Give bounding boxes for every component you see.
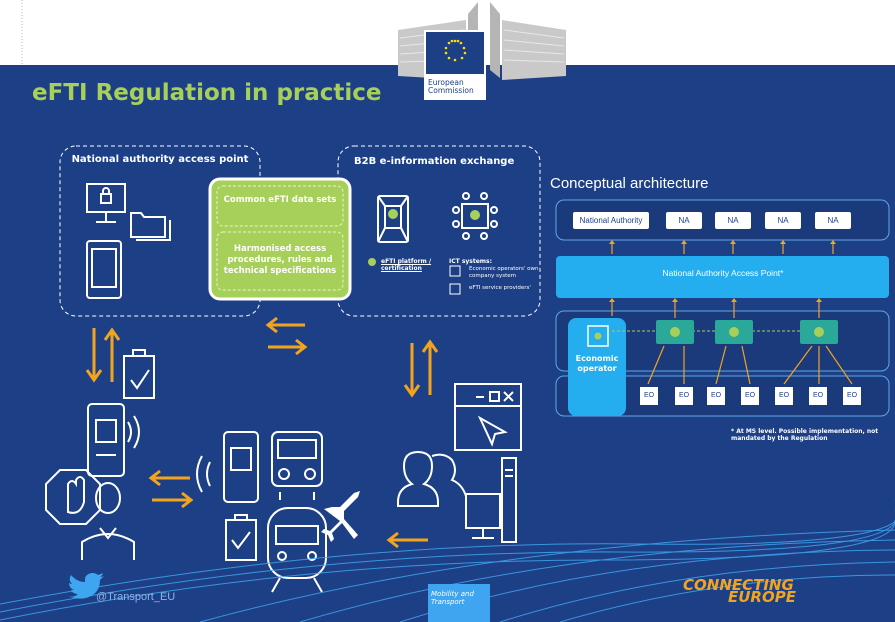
lock-computer-icon — [86, 183, 126, 223]
ec-logo-building-icon — [398, 2, 566, 100]
common-data-sets-label: Common eFTI data sets — [223, 195, 337, 205]
europe-label: EUROPE — [728, 588, 796, 606]
logo-line-1: European — [428, 78, 464, 87]
eo-box: EO — [707, 387, 725, 405]
green-bullet-icon — [368, 258, 376, 266]
smartphone-icon — [87, 403, 140, 477]
economic-operator-label: Economic operator — [575, 354, 619, 373]
ict-systems-label: ICT systems: — [449, 258, 493, 265]
eo-box: EO — [640, 387, 658, 405]
orange-arrows — [85, 316, 439, 549]
ict-node-icon — [449, 283, 461, 295]
diagram-arrows — [611, 242, 853, 385]
na-box: NA — [765, 212, 801, 229]
folders-icon — [130, 212, 171, 241]
clipboard-check-icon — [225, 514, 257, 561]
eo-box: EO — [741, 387, 759, 405]
footnote: * At MS level. Possible implementation, … — [731, 428, 879, 442]
logo-line-2: Commission — [428, 86, 474, 95]
na-access-heading: National authority access point — [71, 154, 249, 165]
users-icon — [397, 450, 467, 507]
architecture-heading: Conceptual architecture — [550, 175, 709, 192]
b2b-panel — [337, 145, 541, 317]
page-title: eFTI Regulation in practice — [32, 80, 382, 106]
access-point-bar — [556, 256, 889, 298]
na-box: NA — [715, 212, 751, 229]
mobility-label: Mobility and Transport — [431, 590, 474, 606]
platform-label: eFTI platform / certification — [381, 258, 432, 272]
eu-flag-icon — [426, 32, 484, 74]
b2b-heading: B2B e-information exchange — [354, 156, 515, 167]
police-officer-icon — [45, 469, 135, 560]
ict-item-2: eFTI service providers' — [469, 285, 531, 291]
app-window-icon — [454, 383, 522, 451]
tablet-icon — [86, 240, 122, 299]
access-point-label: National Authority Access Point* — [662, 268, 784, 278]
eo-box: EO — [809, 387, 827, 405]
desktop-computer-icon — [465, 457, 517, 543]
na-box: NA — [815, 212, 851, 229]
mobility-tag — [428, 584, 490, 622]
economic-operator-box — [568, 318, 626, 416]
eo-box: EO — [675, 387, 693, 405]
train-icon — [267, 507, 327, 593]
node-icons — [587, 320, 838, 347]
network-node-icon — [452, 192, 498, 240]
green-central-box — [208, 177, 352, 301]
connecting-label: CONNECTING — [683, 576, 794, 594]
twitter-handle[interactable]: @Transport_EU — [96, 591, 176, 603]
truck-icon — [271, 431, 323, 500]
ec-logo-label: European Commission — [428, 79, 474, 95]
platform-device-icon — [377, 195, 409, 243]
eo-box: EO — [775, 387, 793, 405]
checklist-icon — [123, 349, 155, 399]
mobile-scan-icon — [196, 431, 259, 503]
eo-box: EO — [843, 387, 861, 405]
airplane-icon — [321, 491, 360, 542]
na-box: NA — [666, 212, 702, 229]
ict-device-icon — [449, 265, 461, 277]
ict-item-1: Economic operators' own company system — [469, 266, 539, 279]
twitter-icon — [68, 573, 104, 599]
national-authority-box: National Authority — [573, 212, 649, 229]
harmonised-label: Harmonised access procedures, rules and … — [223, 244, 337, 276]
